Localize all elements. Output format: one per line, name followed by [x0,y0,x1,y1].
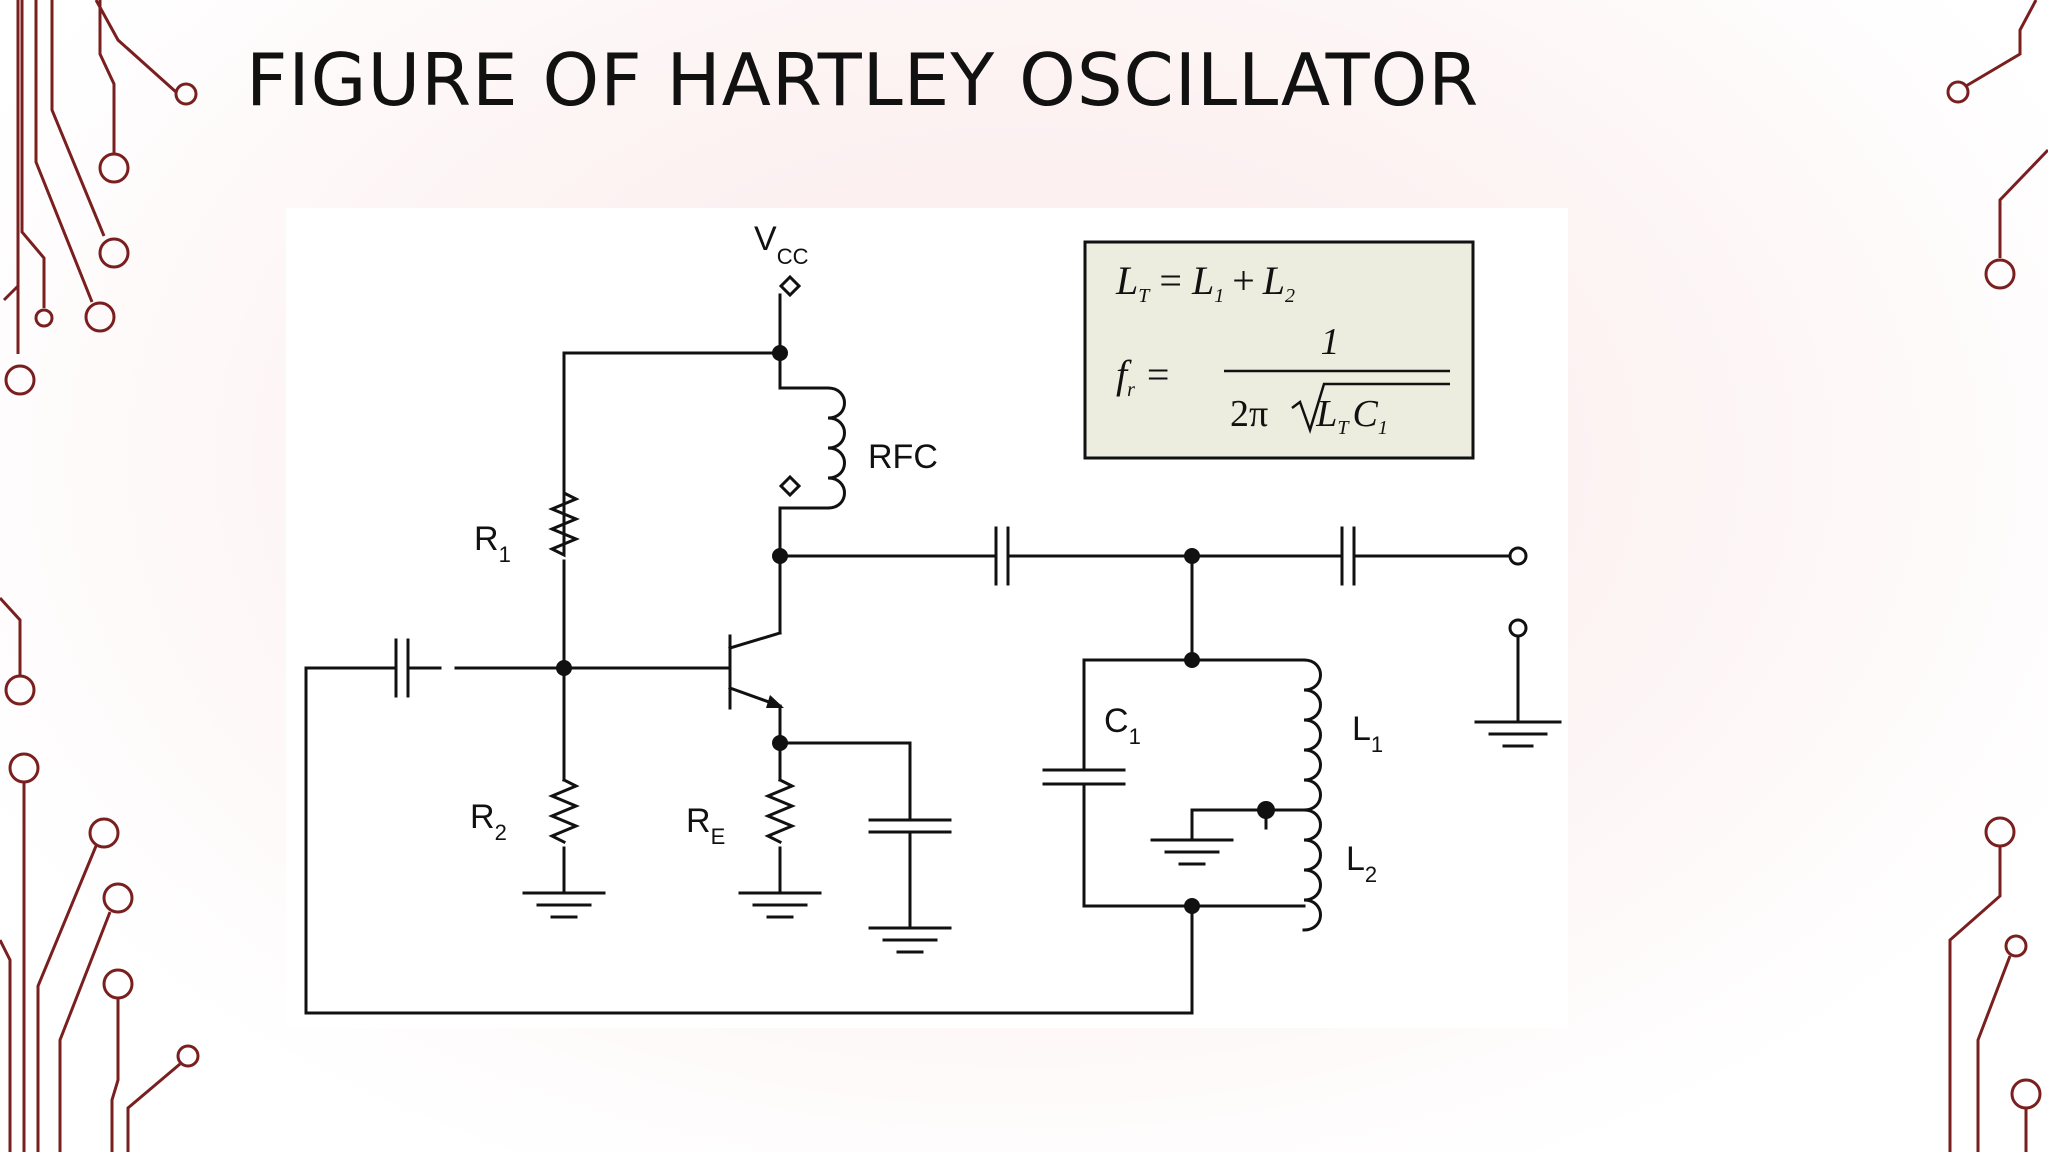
vcc-terminal [778,474,802,498]
junction-dot [772,548,788,564]
square-root-sign [1291,382,1450,434]
c1-label: C1 [1104,702,1141,749]
emitter-arrow [766,695,784,708]
junction-dot [556,660,572,676]
l2-inductor [1302,808,1322,932]
total-inductance-formula: LT=L1+L2 [1115,258,1295,307]
re-resistor [764,777,796,845]
rfc-label: RFC [868,438,938,476]
ground-symbol [868,926,952,954]
ground-symbol [738,891,822,919]
l2-label: L2 [1346,840,1377,887]
ground-symbol [1474,720,1562,748]
r1-label: R1 [474,520,511,567]
r2-label: R2 [470,798,507,845]
hartley-oscillator-diagram: VCC RFC R1 R2 RE C1 L1 L2 LT=L1+L2 fr= 1… [286,208,1568,1028]
junction-dot [772,345,788,361]
slide-title: FIGURE OF HARTLEY OSCILLATOR [246,38,1480,122]
ground-symbol [1150,838,1234,866]
circuit-decoration-right [1946,0,2048,1152]
l1-label: L1 [1352,710,1383,757]
junction-dot [1184,898,1200,914]
r2-resistor [548,777,580,845]
r1-resistor [548,490,580,558]
junction-dot [772,735,788,751]
circuit-schematic: VCC RFC R1 R2 RE C1 L1 L2 LT=L1+L2 fr= 1… [304,220,1562,1015]
rfc-inductor [826,386,846,510]
ground-symbol [522,891,606,919]
frequency-numerator: 1 [1321,321,1340,363]
output-terminal [1508,546,1528,566]
junction-dot [1184,652,1200,668]
l1-inductor [1302,658,1322,812]
re-label: RE [686,802,725,849]
ground-terminal [1508,618,1528,638]
circuit-decoration-left [0,0,200,1152]
vcc-label: VCC [754,220,809,269]
junction-dot [1257,801,1275,819]
junction-dot [1184,548,1200,564]
